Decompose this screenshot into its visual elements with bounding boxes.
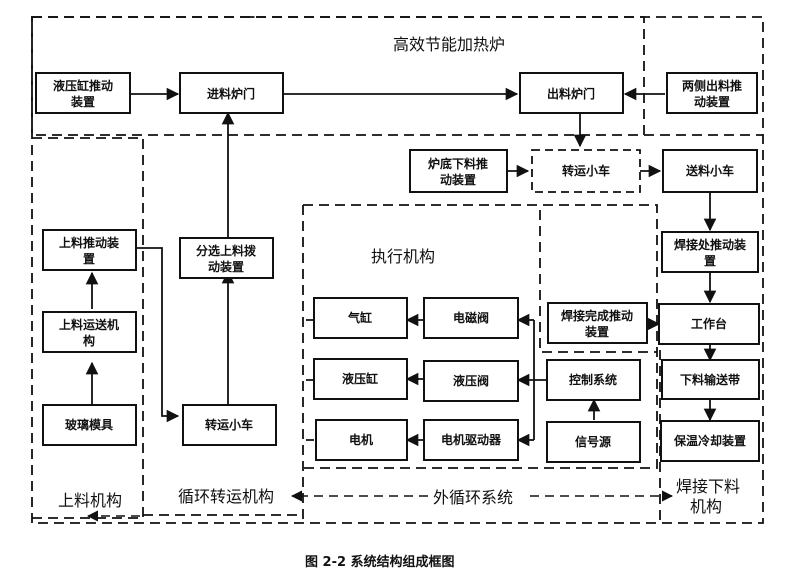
svg-text:装置: 装置 xyxy=(70,94,95,109)
svg-text:焊接处推动装: 焊接处推动装 xyxy=(674,237,746,252)
svg-text:保温冷却装置: 保温冷却装置 xyxy=(673,433,746,448)
svg-text:上料运送机: 上料运送机 xyxy=(59,317,119,332)
unloading-label-1: 焊接下料 xyxy=(676,477,740,496)
svg-text:液压缸: 液压缸 xyxy=(342,371,378,386)
svg-text:工作台: 工作台 xyxy=(691,316,727,331)
svg-text:液压阀: 液压阀 xyxy=(453,373,489,388)
svg-text:气缸: 气缸 xyxy=(347,310,372,325)
box-control-system: 控制系统 xyxy=(546,359,641,401)
box-transfer-cart-bottom: 转运小车 xyxy=(182,404,277,446)
box-hydraulic-cylinder: 液压缸 xyxy=(313,358,408,400)
svg-text:置: 置 xyxy=(83,252,95,266)
box-cooling: 保温冷却装置 xyxy=(660,420,760,462)
loading-label: 上料机构 xyxy=(58,491,122,510)
svg-text:置: 置 xyxy=(704,254,716,268)
svg-text:焊接完成推动: 焊接完成推动 xyxy=(561,308,633,323)
box-glass-mold: 玻璃模具 xyxy=(42,404,137,446)
svg-text:分选上料拨: 分选上料拨 xyxy=(196,243,257,258)
svg-text:玻璃模具: 玻璃模具 xyxy=(65,417,113,432)
actuator-label: 执行机构 xyxy=(371,247,435,266)
svg-text:信号源: 信号源 xyxy=(575,434,611,449)
box-motor: 电机 xyxy=(315,419,408,461)
svg-text:控制系统: 控制系统 xyxy=(569,372,617,387)
svg-text:转运小车: 转运小车 xyxy=(205,417,253,432)
box-solenoid-valve: 电磁阀 xyxy=(423,297,519,339)
box-transfer-cart-top: 转运小车 xyxy=(531,149,641,193)
svg-text:电机驱动器: 电机驱动器 xyxy=(441,432,502,447)
box-cylinder: 气缸 xyxy=(313,297,408,339)
svg-text:下料输送带: 下料输送带 xyxy=(680,372,740,387)
circulation-label: 循环转运机构 xyxy=(178,487,274,506)
svg-text:炉底下料推: 炉底下料推 xyxy=(428,156,488,171)
unloading-label-2: 机构 xyxy=(690,497,722,516)
figure-caption: 图 2-2 系统结构组成框图 xyxy=(305,554,455,570)
svg-text:进料炉门: 进料炉门 xyxy=(207,86,255,101)
box-hydraulic-valve: 液压阀 xyxy=(423,360,519,402)
box-feed-cart: 送料小车 xyxy=(662,149,758,193)
svg-text:上料推动装: 上料推动装 xyxy=(59,235,119,250)
connectors xyxy=(85,87,717,447)
box-unload-belt: 下料输送带 xyxy=(661,359,760,400)
svg-text:装置: 装置 xyxy=(584,324,609,339)
svg-text:动装置: 动装置 xyxy=(440,172,476,187)
box-outlet-door: 出料炉门 xyxy=(519,72,624,114)
svg-text:动装置: 动装置 xyxy=(694,94,730,109)
svg-text:两侧出料推: 两侧出料推 xyxy=(682,78,742,93)
svg-text:构: 构 xyxy=(83,333,95,348)
box-inlet-door: 进料炉门 xyxy=(179,72,284,114)
svg-text:电机: 电机 xyxy=(349,432,373,447)
svg-text:出料炉门: 出料炉门 xyxy=(547,86,595,101)
outer-loop-label: 外循环系统 xyxy=(433,488,513,507)
svg-text:电磁阀: 电磁阀 xyxy=(453,310,489,325)
box-motor-driver: 电机驱动器 xyxy=(423,419,519,461)
actuator-region xyxy=(303,204,658,469)
furnace-label: 高效节能加热炉 xyxy=(393,35,505,54)
box-workbench: 工作台 xyxy=(658,303,760,345)
svg-text:送料小车: 送料小车 xyxy=(685,163,734,178)
outer-region xyxy=(31,16,764,524)
svg-text:转运小车: 转运小车 xyxy=(562,163,610,178)
svg-text:液压缸推动: 液压缸推动 xyxy=(53,78,113,93)
box-signal-source: 信号源 xyxy=(546,421,641,463)
svg-text:动装置: 动装置 xyxy=(208,259,244,274)
